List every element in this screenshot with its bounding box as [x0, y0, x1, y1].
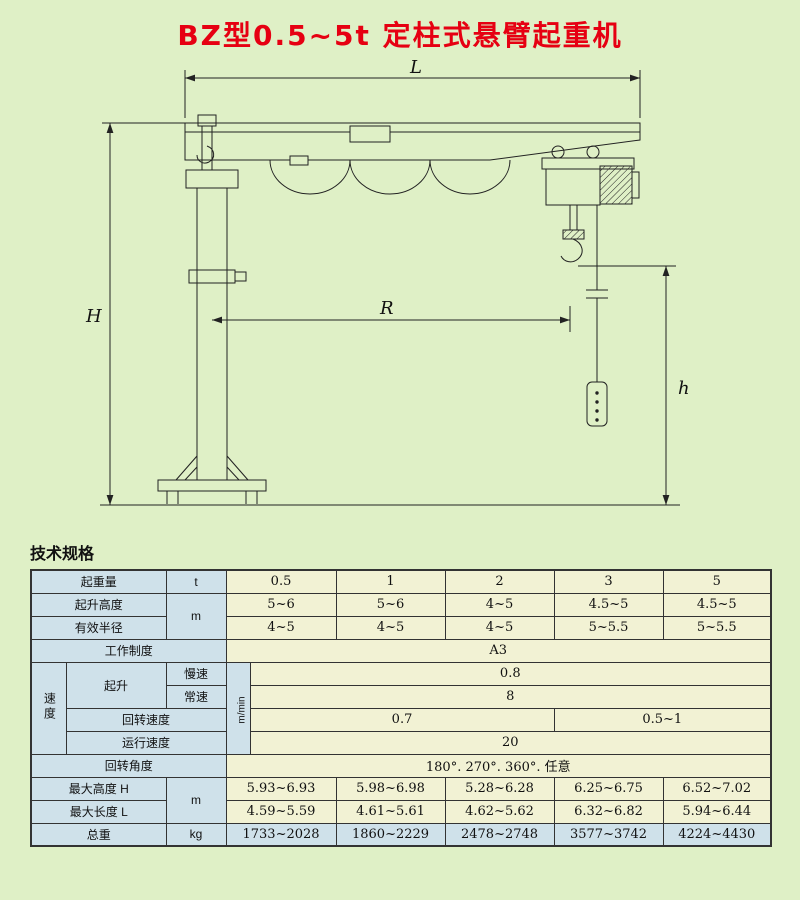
radius-label: 有效半径	[30, 615, 167, 640]
crane-drawing: L H R h	[85, 60, 690, 506]
radius-value: 4~5	[225, 615, 337, 640]
max-length-value: 5.94~6.44	[662, 799, 772, 824]
speed-normal-value: 8	[249, 684, 772, 709]
row-max-length: 最大长度 L 4.59~5.59 4.61~5.61 4.62~5.62 6.3…	[30, 799, 772, 824]
column	[185, 169, 247, 481]
lift-height-value: 5~6	[225, 592, 337, 617]
dim-label-R: R	[379, 298, 394, 319]
dimension-R: R	[212, 298, 571, 332]
radius-value: 4~5	[335, 615, 446, 640]
row-capacity: 起重量 t 0.5 1 2 3 5	[30, 569, 772, 594]
radius-value: 5~5.5	[553, 615, 664, 640]
max-height-value: 6.25~6.75	[553, 776, 664, 801]
pivot-assembly	[196, 114, 217, 170]
capacity-value: 5	[662, 569, 772, 594]
row-radius: 有效半径 4~5 4~5 4~5 5~5.5 5~5.5	[30, 615, 772, 640]
max-length-value: 4.59~5.59	[225, 799, 337, 824]
crane-diagram: L H R h	[30, 60, 800, 532]
max-height-value: 6.52~7.02	[662, 776, 772, 801]
capacity-value: 1	[335, 569, 446, 594]
speed-label-text: 速度	[42, 691, 57, 722]
capacity-label: 起重量	[30, 569, 167, 594]
total-weight-unit: kg	[165, 822, 227, 847]
lift-height-value: 5~6	[335, 592, 446, 617]
row-angle: 回转角度 180°. 270°. 360°. 任意	[30, 753, 772, 778]
dim-label-h: h	[678, 378, 690, 399]
total-weight-value: 4224~4430	[662, 822, 772, 847]
dimension-h: h	[578, 265, 690, 505]
speed-slew-value-a: 0.7	[249, 707, 555, 732]
row-duty: 工作制度 A3	[30, 638, 772, 663]
max-length-label: 最大长度 L	[30, 799, 167, 824]
max-length-value: 6.32~6.82	[553, 799, 664, 824]
dimension-H: H	[85, 122, 190, 505]
dim-label-L: L	[409, 60, 422, 78]
row-lift-height: 起升高度 m 5~6 5~6 4~5 4.5~5 4.5~5	[30, 592, 772, 640]
lift-height-value: 4~5	[444, 592, 555, 617]
angle-value: 180°. 270°. 360°. 任意	[225, 753, 772, 778]
duty-value: A3	[225, 638, 772, 663]
pendant-control	[586, 205, 608, 427]
column-base	[157, 455, 267, 504]
row-speed-normal: 常速 8	[31, 684, 772, 709]
speed-travel-label: 运行速度	[65, 730, 227, 755]
speed-slow-label: 慢速	[165, 661, 227, 686]
lift-height-value: 4.5~5	[553, 592, 664, 617]
hook	[560, 205, 585, 263]
radius-value: 5~5.5	[662, 615, 772, 640]
capacity-value: 0.5	[225, 569, 337, 594]
row-total-weight: 总重 kg 1733~2028 1860~2229 2478~2748 3577…	[30, 822, 772, 847]
row-speed-travel: 运行速度 20	[31, 730, 772, 755]
max-length-value: 4.62~5.62	[444, 799, 555, 824]
hoist-trolley	[541, 145, 640, 206]
max-height-value: 5.93~6.93	[225, 776, 337, 801]
capacity-unit: t	[165, 569, 227, 594]
capacity-value: 2	[444, 569, 555, 594]
total-weight-value: 2478~2748	[444, 822, 555, 847]
speed-label: 速度	[30, 661, 67, 755]
speed-unit: m/min	[225, 661, 251, 755]
max-height-label: 最大高度 H	[30, 776, 167, 801]
capacity-value: 3	[553, 569, 664, 594]
angle-label: 回转角度	[30, 753, 227, 778]
speed-unit-text: m/min	[236, 696, 248, 724]
total-weight-label: 总重	[30, 822, 167, 847]
dimension-L: L	[184, 60, 641, 118]
speed-normal-label: 常速	[165, 684, 227, 709]
radius-value: 4~5	[444, 615, 555, 640]
festoon-cable	[269, 155, 511, 195]
total-weight-value: 1733~2028	[225, 822, 337, 847]
lift-height-label: 起升高度	[30, 592, 167, 617]
row-speed-slew: 回转速度 0.7 0.5~1	[31, 707, 772, 732]
lift-height-value: 4.5~5	[662, 592, 772, 617]
lift-height-unit: m	[165, 592, 227, 640]
speed-travel-value: 20	[249, 730, 772, 755]
speed-lift-label: 起升	[65, 661, 167, 709]
max-length-value: 4.61~5.61	[335, 799, 446, 824]
total-weight-value: 3577~3742	[553, 822, 664, 847]
max-height-unit: m	[165, 776, 227, 824]
section-title: 技术规格	[30, 546, 95, 563]
speed-slew-label: 回转速度	[65, 707, 227, 732]
dim-label-H: H	[85, 306, 102, 327]
speed-slew-value-b: 0.5~1	[553, 707, 772, 732]
max-height-value: 5.28~6.28	[444, 776, 555, 801]
page-title: BZ型0.5~5t 定柱式悬臂起重机	[177, 19, 623, 52]
total-weight-value: 1860~2229	[335, 822, 446, 847]
max-height-value: 5.98~6.98	[335, 776, 446, 801]
jib-beam	[184, 122, 641, 161]
duty-label: 工作制度	[30, 638, 227, 663]
speed-slow-value: 0.8	[249, 661, 772, 686]
row-speed-slow: 速度 起升 慢速 m/min 0.8	[30, 661, 772, 755]
spec-table: 起重量 t 0.5 1 2 3 5 起升高度 m 5~6 5~6 4~5 4.5…	[30, 569, 773, 847]
row-max-height: 最大高度 H m 5.93~6.93 5.98~6.98 5.28~6.28 6…	[30, 776, 772, 824]
